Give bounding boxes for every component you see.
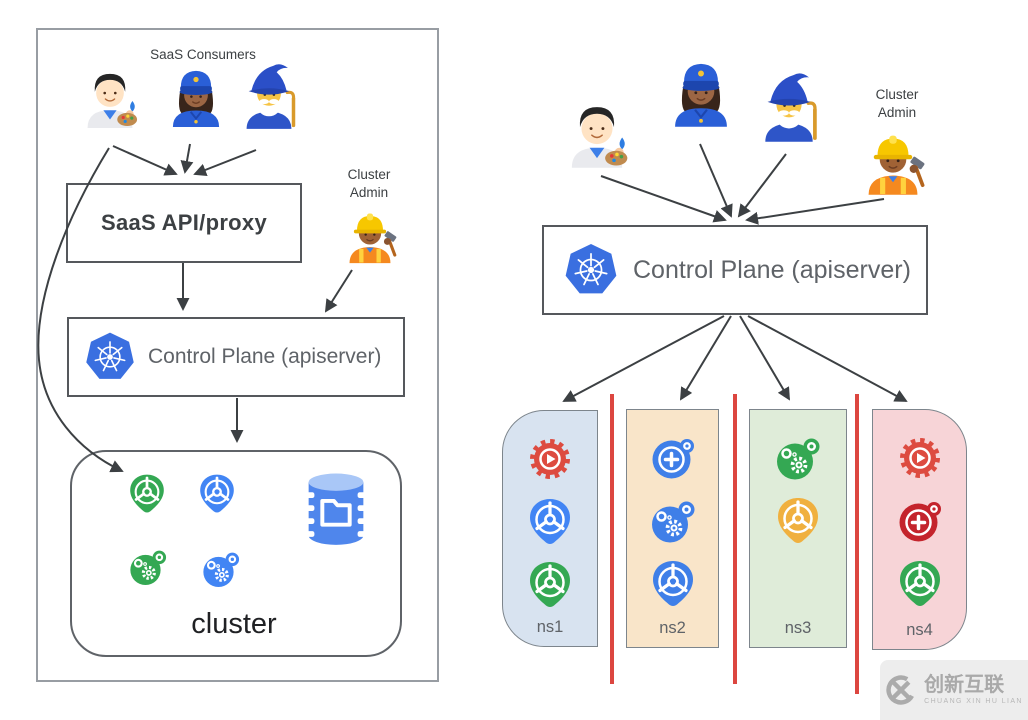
saas-consumers-label: SaaS Consumers <box>150 47 256 62</box>
wizard-icon <box>752 70 826 144</box>
gears-icon-green <box>127 546 169 588</box>
kubernetes-logo-icon <box>560 239 622 301</box>
gears-icon-blue <box>648 496 698 546</box>
kubernetes-logo-icon <box>81 328 139 386</box>
pod-icon-blue <box>525 497 575 547</box>
construction-worker-icon <box>856 123 930 197</box>
namespace-label: ns2 <box>659 619 686 637</box>
workload-gear-play-icon-red <box>895 433 945 483</box>
cluster-label: cluster <box>191 608 277 640</box>
pod-icon-green <box>525 560 575 610</box>
arrow-controlplane-to-ns3 <box>739 315 790 401</box>
workload-gear-play-icon-red <box>525 434 575 484</box>
arrow-controlplane-to-ns2 <box>679 315 732 401</box>
custom-resource-plus-icon-red <box>895 496 945 546</box>
namespace-column-ns1: ns1 <box>502 410 598 647</box>
woman-police-officer-icon <box>664 55 738 129</box>
namespace-separator-line <box>733 394 737 684</box>
custom-resource-plus-icon-blue <box>648 433 698 483</box>
cluster-admin-label-left: Cluster Admin <box>347 167 391 200</box>
pod-icon-blue <box>648 559 698 609</box>
cx-brand-icon <box>885 674 917 706</box>
pod-icon-yellow <box>773 496 823 546</box>
namespace-label: ns4 <box>906 621 933 639</box>
watermark-brand: 创新互联 <box>924 674 1005 696</box>
arrow-controlplane-to-ns4 <box>747 315 908 402</box>
arrow-police-to-controlplane <box>699 143 733 218</box>
arrow-controlplane-to-ns1 <box>562 315 725 402</box>
namespace-separator-line <box>855 394 859 694</box>
control-plane-label-left: Control Plane (apiserver) <box>148 345 382 368</box>
arrow-admin-to-controlplane <box>745 198 885 225</box>
arrow-artist-to-controlplane <box>600 175 727 223</box>
storage-database-icon <box>300 470 372 552</box>
wizard-icon <box>234 61 304 131</box>
namespace-column-ns4: ns4 <box>872 409 967 650</box>
namespace-label: ns3 <box>784 619 812 637</box>
watermark-badge: 创新互联 CHUANG XIN HU LIAN <box>880 660 1028 720</box>
control-plane-box-right: Control Plane (apiserver) <box>542 225 928 315</box>
namespace-column-ns3: ns3 <box>749 409 847 648</box>
woman-police-officer-icon <box>163 63 229 129</box>
control-plane-box-left: Control Plane (apiserver) <box>67 317 405 397</box>
namespace-separator-line <box>610 394 614 684</box>
control-plane-label-right: Control Plane (apiserver) <box>633 255 911 284</box>
saas-api-proxy-box: SaaS API/proxy <box>66 183 302 263</box>
man-artist-icon <box>560 96 634 170</box>
pod-icon-green <box>126 473 168 515</box>
namespace-label: ns1 <box>536 618 564 636</box>
cluster-admin-label-right: Cluster Admin <box>875 87 919 120</box>
arrow-wizard-to-controlplane <box>737 153 787 218</box>
construction-worker-icon <box>339 203 401 265</box>
man-artist-icon <box>77 64 143 130</box>
saas-api-proxy-label: SaaS API/proxy <box>100 210 267 235</box>
pod-icon-green <box>895 559 945 609</box>
gears-icon-green <box>773 433 823 483</box>
gears-icon-blue <box>200 548 242 590</box>
pod-icon-blue <box>196 473 238 515</box>
namespace-column-ns2: ns2 <box>626 409 719 648</box>
watermark-subtitle: CHUANG XIN HU LIAN <box>924 698 1023 705</box>
